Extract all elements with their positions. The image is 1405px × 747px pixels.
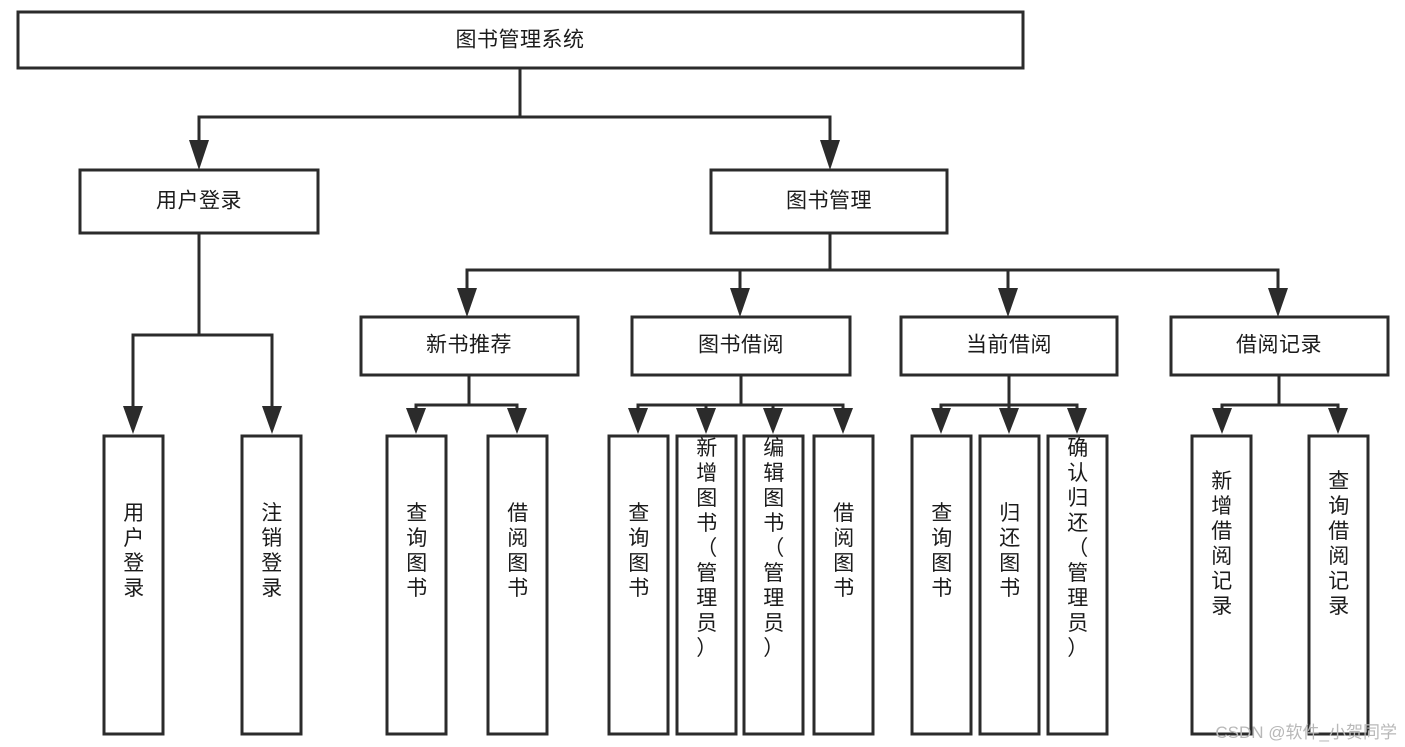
- node-leaf7-label: 编辑图书（管理员）: [763, 437, 785, 660]
- arrow-leaf7-icon: [763, 408, 783, 434]
- node-leaf6-box[interactable]: [675, 434, 738, 736]
- node-leaf3-label: 查询图书: [406, 502, 428, 600]
- arrow-borrow-icon: [730, 288, 750, 317]
- arrow-leaf9-icon: [931, 408, 951, 434]
- node-records[interactable]: 借阅记录: [1169, 315, 1390, 377]
- node-leaf2[interactable]: 注销登录: [240, 434, 303, 736]
- node-leaf4-box[interactable]: [486, 434, 549, 736]
- node-leaf13-label: 查询借阅记录: [1328, 470, 1350, 618]
- arrow-leaf2-icon: [262, 406, 282, 434]
- node-leaf1[interactable]: 用户登录: [102, 434, 165, 736]
- node-leaf4[interactable]: 借阅图书: [486, 434, 549, 736]
- arrow-leaf13-icon: [1328, 408, 1348, 434]
- node-leaf9-label: 查询图书: [931, 502, 953, 600]
- node-leaf12-box[interactable]: [1190, 434, 1253, 736]
- node-leaf9-box[interactable]: [910, 434, 973, 736]
- arrow-leaf5-icon: [628, 408, 648, 434]
- node-leaf5-box[interactable]: [607, 434, 670, 736]
- node-current[interactable]: 当前借阅: [899, 315, 1119, 377]
- node-records-label: 借阅记录: [1236, 334, 1322, 357]
- node-root-box[interactable]: [16, 10, 1025, 70]
- node-login-box[interactable]: [78, 168, 320, 235]
- node-leaf7[interactable]: 编辑图书（管理员）: [742, 434, 805, 736]
- node-leaf11-label: 确认归还（管理员）: [1067, 437, 1089, 660]
- node-leaf2-box[interactable]: [240, 434, 303, 736]
- node-leaf10-label: 归还图书: [999, 502, 1021, 600]
- node-leaf11[interactable]: 确认归还（管理员）: [1046, 434, 1109, 736]
- node-records-box[interactable]: [1169, 315, 1390, 377]
- arrow-to-login-icon: [189, 140, 209, 170]
- node-borrow-label: 图书借阅: [698, 334, 784, 357]
- node-leaf12[interactable]: 新增借阅记录: [1190, 434, 1253, 736]
- node-leaf1-box[interactable]: [102, 434, 165, 736]
- arrow-leaf11-icon: [1067, 408, 1087, 434]
- node-leaf8[interactable]: 借阅图书: [812, 434, 875, 736]
- node-leaf8-box[interactable]: [812, 434, 875, 736]
- node-root[interactable]: 图书管理系统: [16, 10, 1025, 70]
- arrow-records-icon: [1268, 288, 1288, 317]
- node-borrow[interactable]: 图书借阅: [630, 315, 852, 377]
- arrow-leaf8-icon: [833, 408, 853, 434]
- node-newbook-label: 新书推荐: [426, 334, 512, 357]
- node-leaf13[interactable]: 查询借阅记录: [1307, 434, 1370, 736]
- node-leaf4-label: 借阅图书: [507, 502, 529, 600]
- node-bookmgmt[interactable]: 图书管理: [709, 168, 949, 235]
- node-current-label: 当前借阅: [966, 334, 1052, 357]
- node-leaf1-label: 用户登录: [123, 502, 145, 600]
- node-leaf3-box[interactable]: [385, 434, 448, 736]
- node-login[interactable]: 用户登录: [78, 168, 320, 235]
- arrow-newbook-icon: [457, 288, 477, 317]
- arrow-current-icon: [998, 288, 1018, 317]
- node-leaf13-box[interactable]: [1307, 434, 1370, 736]
- node-leaf8-label: 借阅图书: [833, 502, 855, 600]
- node-leaf12-label: 新增借阅记录: [1211, 470, 1233, 618]
- node-leaf10[interactable]: 归还图书: [978, 434, 1041, 736]
- arrow-leaf6-icon: [696, 408, 716, 434]
- connector-layer: [123, 66, 1348, 434]
- node-leaf5[interactable]: 查询图书: [607, 434, 670, 736]
- node-bookmgmt-box[interactable]: [709, 168, 949, 235]
- node-leaf6-label: 新增图书（管理员）: [696, 437, 718, 660]
- node-borrow-box[interactable]: [630, 315, 852, 377]
- node-leaf6[interactable]: 新增图书（管理员）: [675, 434, 738, 736]
- node-newbook-box[interactable]: [359, 315, 580, 377]
- arrow-leaf1-icon: [123, 406, 143, 434]
- node-root-label: 图书管理系统: [456, 29, 585, 52]
- arrow-leaf12-icon: [1212, 408, 1232, 434]
- arrow-leaf4-icon: [507, 408, 527, 434]
- node-current-box[interactable]: [899, 315, 1119, 377]
- node-leaf10-box[interactable]: [978, 434, 1041, 736]
- node-leaf9[interactable]: 查询图书: [910, 434, 973, 736]
- node-login-label: 用户登录: [156, 190, 242, 213]
- node-leaf11-box[interactable]: [1046, 434, 1109, 736]
- node-leaf3[interactable]: 查询图书: [385, 434, 448, 736]
- node-bookmgmt-label: 图书管理: [786, 190, 872, 213]
- node-newbook[interactable]: 新书推荐: [359, 315, 580, 377]
- arrow-to-bookmgmt-icon: [820, 140, 840, 170]
- node-leaf7-box[interactable]: [742, 434, 805, 736]
- node-leaf2-label: 注销登录: [261, 502, 283, 600]
- arrow-leaf10-icon: [999, 408, 1019, 434]
- arrow-leaf3-icon: [406, 408, 426, 434]
- node-leaf5-label: 查询图书: [628, 502, 650, 600]
